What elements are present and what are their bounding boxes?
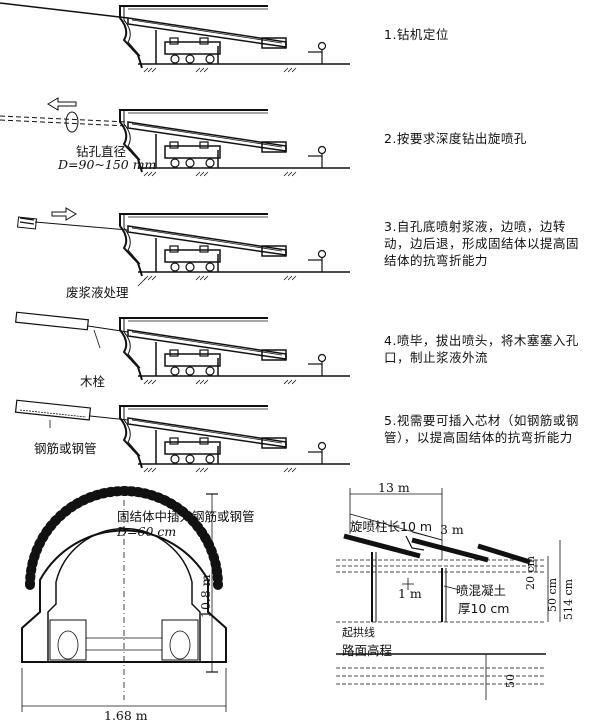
- step-2-text: 2.按要求深度钻出旋喷孔: [384, 131, 527, 146]
- rebar-pipe-label: 钢筋或钢管: [34, 441, 97, 456]
- rig-step-3: [16, 207, 351, 287]
- wood-plug-label: 木栓: [80, 374, 106, 389]
- section-height: 10.8 m: [198, 574, 213, 618]
- dim-50cm: 50 cm: [546, 577, 559, 612]
- rig-step-5: [14, 399, 351, 473]
- step-1-text: 1.钻机定位: [384, 27, 449, 42]
- dim-20cm: 20 cm: [524, 555, 537, 590]
- step-5-text: 5.视需要可插入芯材（如钢筋或钢管），以提高固结体的抗弯折能力: [384, 413, 579, 445]
- step-4-text: 4.喷毕，拔出喷头，将木塞塞入孔口，制止浆液外流: [384, 333, 579, 365]
- waste-slurry-label: 废浆液处理: [66, 285, 129, 300]
- rig-step-1: [0, 2, 351, 73]
- dim-514cm: 514 cm: [562, 578, 575, 620]
- rig-step-4: [15, 311, 351, 385]
- hole-diameter-value: D=90~150 mm: [58, 157, 157, 172]
- rig-step-2: [0, 97, 351, 177]
- longitudinal-profile: [336, 488, 561, 700]
- dim-50: 50: [504, 674, 517, 688]
- step-3-text: 3.自孔底喷射浆液，边喷，边转动，边后退，形成固结体以提高固结体的抗弯折能力: [384, 219, 580, 268]
- dim-3m: 3 m: [440, 522, 464, 537]
- section-diameter: D=60 cm: [117, 524, 177, 539]
- arch-line-label: 起拱线: [342, 626, 375, 639]
- shotcrete-thickness: 厚10 cm: [458, 601, 510, 616]
- tunnel-cross-section: [21, 486, 227, 712]
- road-level-label: 路面高程: [342, 643, 393, 658]
- dim-1m: 1 m: [398, 586, 422, 601]
- dim-13m: 13 m: [378, 480, 410, 495]
- section-title: 固结体中插入钢筋或钢管: [117, 509, 255, 524]
- column-length: 旋喷柱长10 m: [350, 519, 433, 534]
- section-width: 1.68 m: [104, 708, 148, 723]
- hole-diameter-title: 钻孔直径: [76, 144, 127, 159]
- shotcrete-label: 喷混凝土: [456, 583, 507, 598]
